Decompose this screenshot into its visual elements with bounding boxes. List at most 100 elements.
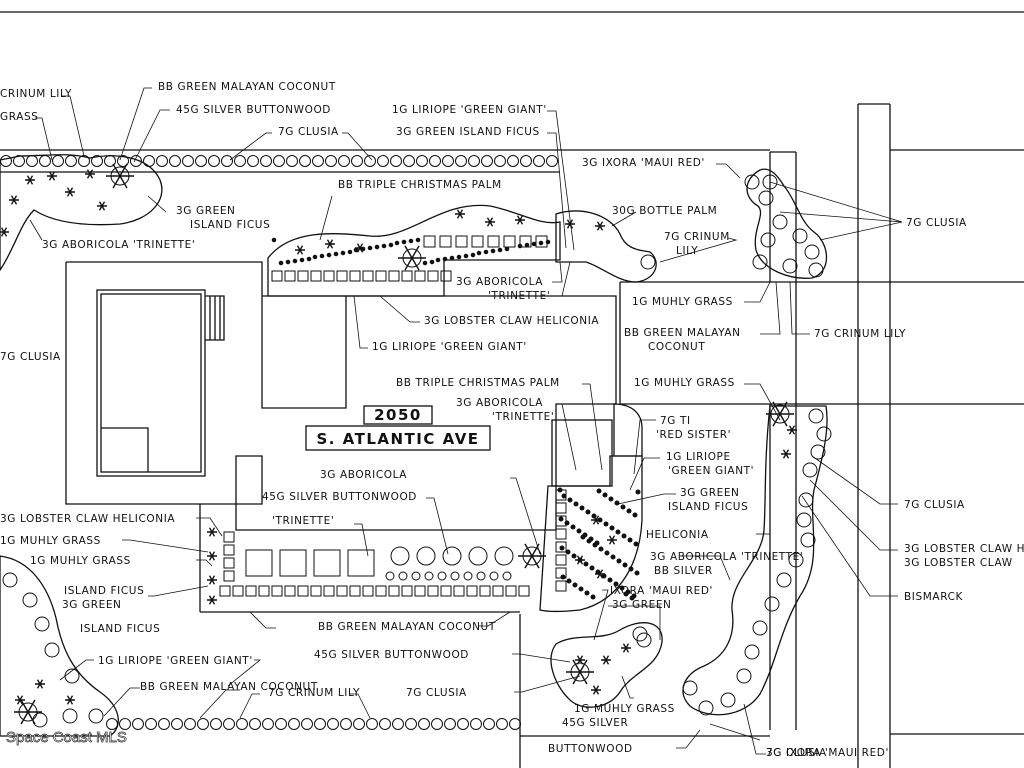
plant-symbol — [507, 155, 519, 167]
site-structure — [0, 11, 1024, 768]
plant-symbol — [156, 155, 168, 167]
plant-symbol — [14, 699, 42, 725]
plant-symbol — [463, 571, 473, 581]
plant-symbol — [299, 155, 311, 167]
plant-symbol — [555, 502, 567, 514]
plant-label: 3G GREEN — [62, 599, 122, 611]
plant-symbol — [736, 668, 752, 684]
plant-symbol — [65, 155, 77, 167]
plant-symbol — [619, 585, 625, 591]
plant-label: 1G MUHLY GRASS — [632, 296, 733, 308]
plant-label: 45G SILVER — [562, 717, 628, 729]
plant-symbol — [566, 578, 572, 584]
plant-symbol — [44, 642, 60, 658]
plant-symbol — [572, 582, 578, 588]
plant-symbol — [455, 235, 468, 248]
plant-symbol — [319, 253, 325, 259]
plant-symbol — [130, 155, 142, 167]
plant-symbol — [312, 254, 318, 260]
plant-label: 1G MUHLY GRASS — [574, 703, 675, 715]
plant-symbol — [744, 644, 760, 660]
plant-symbol — [772, 214, 788, 230]
plant-symbol — [325, 239, 335, 249]
plant-label: BB GREEN MALAYAN COCONUT — [140, 681, 318, 693]
plant-symbol — [340, 718, 352, 730]
plant-symbol — [385, 571, 395, 581]
plant-symbol — [132, 718, 144, 730]
plant-symbol — [333, 251, 339, 257]
plant-symbol — [65, 695, 75, 705]
plant-symbol — [457, 718, 469, 730]
plant-symbol — [347, 549, 375, 577]
plant-label: CRINUM LILY — [0, 88, 72, 100]
plant-label: 1G LIRIOPE 'GREEN GIANT' — [372, 341, 527, 353]
plant-symbol — [377, 155, 389, 167]
plant-symbol — [463, 253, 469, 259]
plant-label: GRASS — [0, 111, 39, 123]
plant-label: 1G MUHLY GRASS — [0, 535, 101, 547]
plant-symbol — [65, 187, 75, 197]
plant-label: 45G SILVER BUTTONWOOD — [262, 491, 417, 503]
plant-symbol — [416, 546, 436, 566]
plant-label: 1G MUHLY GRASS — [30, 555, 131, 567]
plant-symbol — [271, 270, 283, 282]
plant-symbol — [249, 718, 261, 730]
plant-symbol — [589, 565, 595, 571]
plant-symbol — [388, 242, 394, 248]
plant-symbol — [601, 573, 607, 579]
plant-symbol — [698, 700, 714, 716]
address-number: 2050 — [374, 406, 422, 424]
plant-symbol — [301, 718, 313, 730]
plant-symbol — [258, 585, 270, 597]
plant-symbol — [312, 155, 324, 167]
plant-symbol — [578, 586, 584, 592]
plant-symbol — [559, 545, 565, 551]
plant-symbol — [106, 163, 134, 189]
plant-symbol — [531, 241, 537, 247]
plant-symbol — [273, 155, 285, 167]
plant-symbol — [353, 718, 365, 730]
plant-label: 3G IXORA 'MAUI RED' — [766, 747, 889, 759]
plant-symbol — [431, 718, 443, 730]
plant-symbol — [440, 270, 452, 282]
plant-symbol — [390, 546, 410, 566]
plant-symbol — [197, 718, 209, 730]
plant-label: 3G LOBSTER CLAW HELICONIA — [0, 513, 175, 525]
plant-symbol — [106, 718, 118, 730]
plant-symbol — [442, 546, 462, 566]
plant-symbol — [207, 595, 217, 605]
plant-symbol — [682, 680, 698, 696]
plant-symbol — [374, 244, 380, 250]
plant-symbol — [390, 155, 402, 167]
plant-symbol — [597, 517, 603, 523]
plant-symbol — [632, 512, 638, 518]
plant-symbol — [632, 626, 648, 642]
plant-symbol — [444, 718, 456, 730]
plant-symbol — [538, 240, 544, 246]
plant-symbol — [764, 596, 780, 612]
plant-symbol — [388, 585, 400, 597]
plant-symbol — [781, 449, 791, 459]
plant-label: 'TRINETTE' — [488, 290, 550, 302]
plant-label: 7G CLUSIA — [766, 747, 827, 759]
plant-label: 3G IXORA 'MAUI RED' — [582, 157, 705, 169]
plant-symbol — [616, 558, 622, 564]
plant-symbol — [429, 259, 435, 265]
plant-label: 3G LOBSTER CLAW — [904, 557, 1013, 569]
plant-symbol — [314, 718, 326, 730]
plant-symbol — [35, 679, 45, 689]
plant-symbol — [533, 155, 545, 167]
plant-symbol — [415, 237, 421, 243]
plant-symbol — [604, 550, 610, 556]
plant-symbol — [367, 245, 373, 251]
plant-label: 45G SILVER BUTTONWOOD — [176, 104, 331, 116]
plant-symbol — [195, 155, 207, 167]
plant-label: BB GREEN MALAYAN — [624, 327, 741, 339]
plant-symbol — [278, 260, 284, 266]
plant-symbol — [614, 500, 620, 506]
plant-symbol — [299, 257, 305, 263]
plant-label: 3G ABORICOLA — [456, 276, 543, 288]
plant-symbol — [584, 590, 590, 596]
plant-label: ISLAND FICUS — [668, 501, 748, 513]
plant-symbol — [560, 574, 566, 580]
